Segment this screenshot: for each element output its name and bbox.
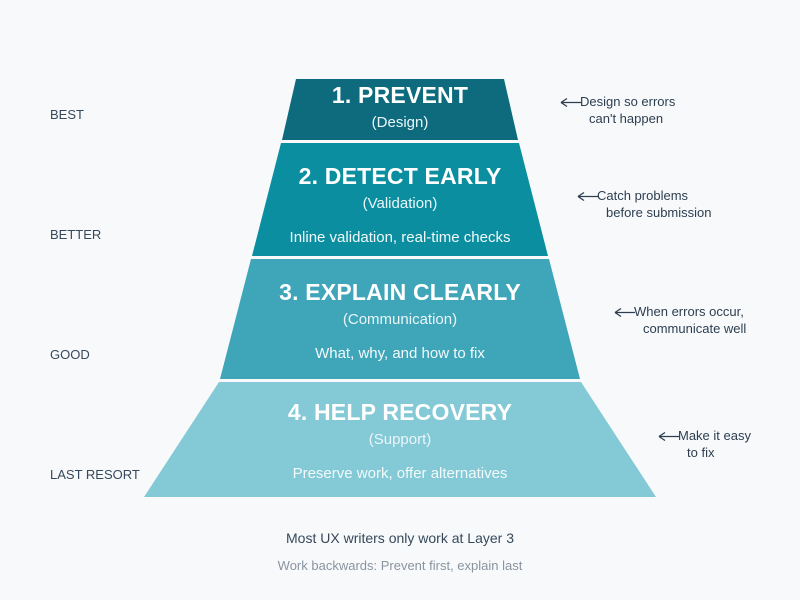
pyramid-layer-2-shape[interactable] — [252, 143, 548, 256]
left-arrow-icon — [577, 191, 598, 202]
annotation-layer-3-line1: When errors occur, — [634, 304, 744, 319]
annotation-layer-3-line2: communicate well — [643, 321, 747, 336]
annotation-layer-3: When errors occur, communicate well — [634, 303, 746, 337]
annotation-layer-2-line2: before submission — [606, 205, 712, 220]
scale-label-best: BEST — [50, 107, 84, 122]
scale-label-good: GOOD — [50, 347, 90, 362]
annotation-layer-1-line1: Design so errors — [580, 94, 676, 109]
annotation-layer-4-line2: to fix — [687, 445, 715, 460]
footer-main-text: Most UX writers only work at Layer 3 — [286, 530, 514, 546]
annotation-layer-4-line1: Make it easy — [678, 428, 751, 443]
left-arrow-icon — [560, 97, 581, 108]
footer-sub-text: Work backwards: Prevent first, explain l… — [277, 558, 523, 573]
annotation-layer-1-line2: can't happen — [589, 111, 664, 126]
annotation-layer-4: Make it easy to fix — [678, 427, 751, 461]
pyramid-layer-3-shape[interactable] — [220, 259, 580, 379]
pyramid-layer-4-shape[interactable] — [144, 382, 656, 497]
left-arrow-icon — [614, 307, 635, 318]
annotation-layer-2-line1: Catch problems — [597, 188, 689, 203]
scale-label-better: BETTER — [50, 227, 102, 242]
left-arrow-icon — [658, 431, 679, 442]
scale-label-last-resort: LAST RESORT — [50, 467, 140, 482]
annotation-layer-1: Design so errors can't happen — [580, 93, 675, 127]
pyramid-layer-1-shape[interactable] — [282, 79, 518, 140]
annotation-layer-2: Catch problems before submission — [597, 187, 712, 221]
